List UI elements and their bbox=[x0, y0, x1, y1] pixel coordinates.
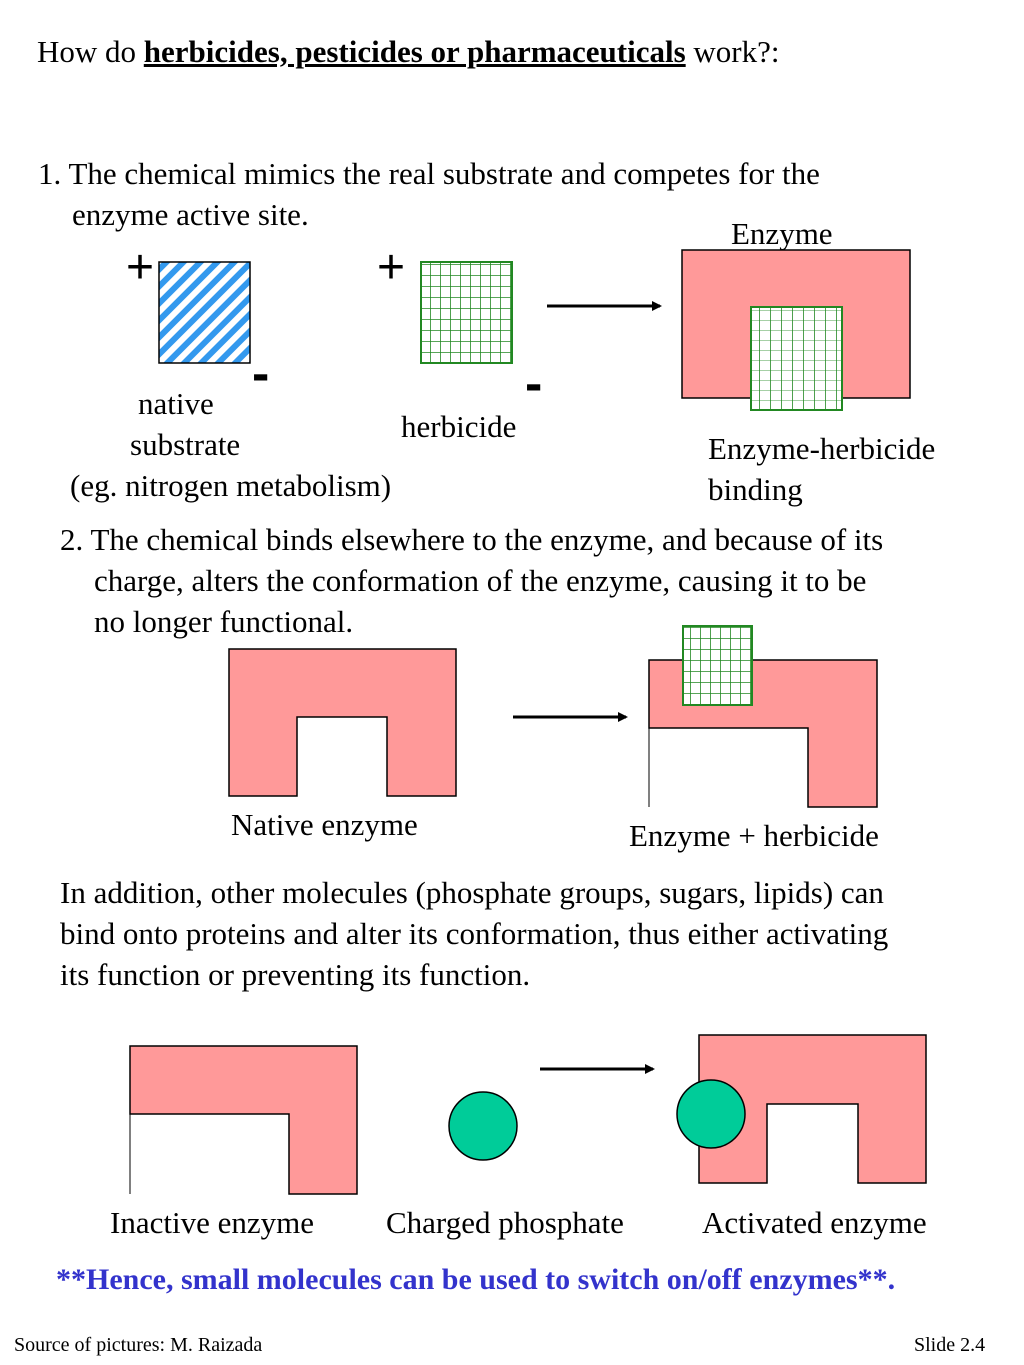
point2-line2: charge, alters the conformation of the e… bbox=[94, 563, 867, 598]
addition-line1: In addition, other molecules (phosphate … bbox=[60, 875, 884, 910]
plus-sign-substrate: + bbox=[126, 241, 155, 294]
conclusion-text: **Hence, small molecules can be used to … bbox=[56, 1263, 896, 1296]
herbicide-shape bbox=[420, 261, 513, 364]
charged-phosphate-label: Charged phosphate bbox=[386, 1205, 624, 1240]
enzyme-herbicide-label: Enzyme + herbicide bbox=[629, 818, 879, 853]
phosphate-shape bbox=[448, 1091, 518, 1161]
binding-label-line2: binding bbox=[708, 472, 803, 507]
minus-sign-herbicide: - bbox=[525, 355, 543, 413]
addition-line3: its function or preventing its function. bbox=[60, 957, 531, 992]
addition-line2: bind onto proteins and alter its conform… bbox=[60, 916, 889, 951]
herbicide-label: herbicide bbox=[401, 409, 517, 444]
native-enzyme-label: Native enzyme bbox=[231, 807, 418, 842]
native-label-line2: substrate bbox=[130, 427, 241, 462]
binding-label-line1: Enzyme-herbicide bbox=[708, 431, 936, 466]
activated-enzyme-label: Activated enzyme bbox=[702, 1205, 927, 1240]
source-credit: Source of pictures: M. Raizada bbox=[14, 1334, 263, 1356]
activated-enzyme-shape bbox=[698, 1034, 927, 1184]
point2-line3: no longer functional. bbox=[94, 604, 354, 639]
minus-sign-substrate: - bbox=[252, 345, 270, 403]
inactive-enzyme-shape bbox=[129, 1045, 358, 1195]
title-prefix: How do bbox=[37, 34, 144, 69]
title-suffix: work?: bbox=[685, 34, 780, 69]
native-substrate-shape bbox=[158, 261, 251, 364]
bound-phosphate-shape bbox=[676, 1079, 746, 1149]
point2-line1: 2. The chemical binds elsewhere to the e… bbox=[60, 522, 884, 557]
inactive-enzyme-label: Inactive enzyme bbox=[110, 1205, 314, 1240]
bound-herbicide-shape bbox=[750, 306, 843, 411]
point1-line1: 1. The chemical mimics the real substrat… bbox=[38, 156, 820, 191]
slide-number: Slide 2.4 bbox=[914, 1334, 986, 1356]
enzyme-label: Enzyme bbox=[731, 216, 833, 251]
allosteric-herbicide-shape bbox=[682, 625, 753, 706]
title-emphasis: herbicides, pesticides or pharmaceutical… bbox=[143, 34, 686, 69]
point1-line2: enzyme active site. bbox=[72, 197, 309, 232]
native-label-line1: native bbox=[138, 386, 214, 421]
native-enzyme-shape bbox=[228, 648, 457, 797]
slide-title: How do herbicides, pesticides or pharmac… bbox=[37, 32, 780, 72]
plus-sign-herbicide: + bbox=[377, 241, 406, 294]
native-label-line3: (eg. nitrogen metabolism) bbox=[70, 468, 392, 503]
